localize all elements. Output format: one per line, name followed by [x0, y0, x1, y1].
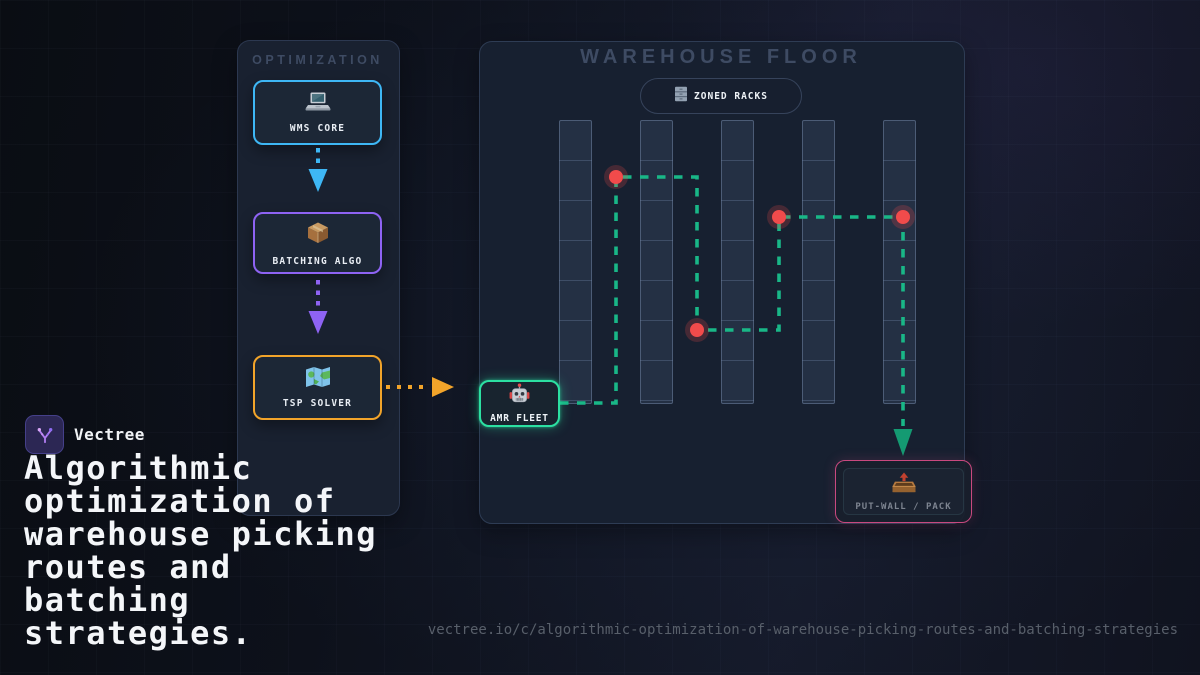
zoned-racks-label: ZONED RACKS — [694, 90, 768, 102]
brand-name: Vectree — [74, 425, 145, 444]
rack-column — [883, 120, 916, 404]
putwall-pack-label: PUT-WALL / PACK — [855, 501, 952, 512]
rack-column — [802, 120, 835, 404]
batching-algo-label: BATCHING ALGO — [272, 255, 363, 267]
page-title: Algorithmic optimization of warehouse pi… — [24, 449, 378, 652]
laptop-icon — [305, 91, 331, 117]
zoned-racks-badge: ZONED RACKS — [640, 78, 802, 114]
putwall-inner-zone: PUT-WALL / PACK — [843, 468, 964, 515]
wms-core-label: WMS CORE — [289, 123, 346, 134]
footer-url: vectree.io/c/algorithmic-optimization-of… — [427, 622, 1178, 638]
rack-column — [721, 120, 754, 404]
map-icon — [305, 366, 331, 392]
outbox-icon — [891, 471, 917, 499]
putwall-pack-station: PUT-WALL / PACK — [835, 460, 972, 523]
wms-core-node: WMS CORE — [253, 80, 382, 145]
tsp-solver-label: TSP SOLVER — [282, 398, 353, 409]
brand-row: Vectree — [25, 415, 145, 454]
rack-column — [559, 120, 592, 404]
rack-column — [640, 120, 673, 404]
package-icon — [305, 220, 331, 250]
warehouse-floor-title: WAREHOUSE FLOOR — [580, 46, 862, 68]
amr-fleet-station: AMR FLEET — [479, 380, 560, 427]
amr-fleet-label: AMR FLEET — [490, 413, 549, 424]
optimization-panel-title: OPTIMIZATION — [252, 53, 383, 67]
batching-algo-node: BATCHING ALGO — [253, 212, 382, 274]
vectree-branch-icon — [25, 415, 64, 454]
tsp-solver-node: TSP SOLVER — [253, 355, 382, 420]
robot-icon — [509, 383, 530, 410]
rack-icon — [674, 86, 688, 106]
